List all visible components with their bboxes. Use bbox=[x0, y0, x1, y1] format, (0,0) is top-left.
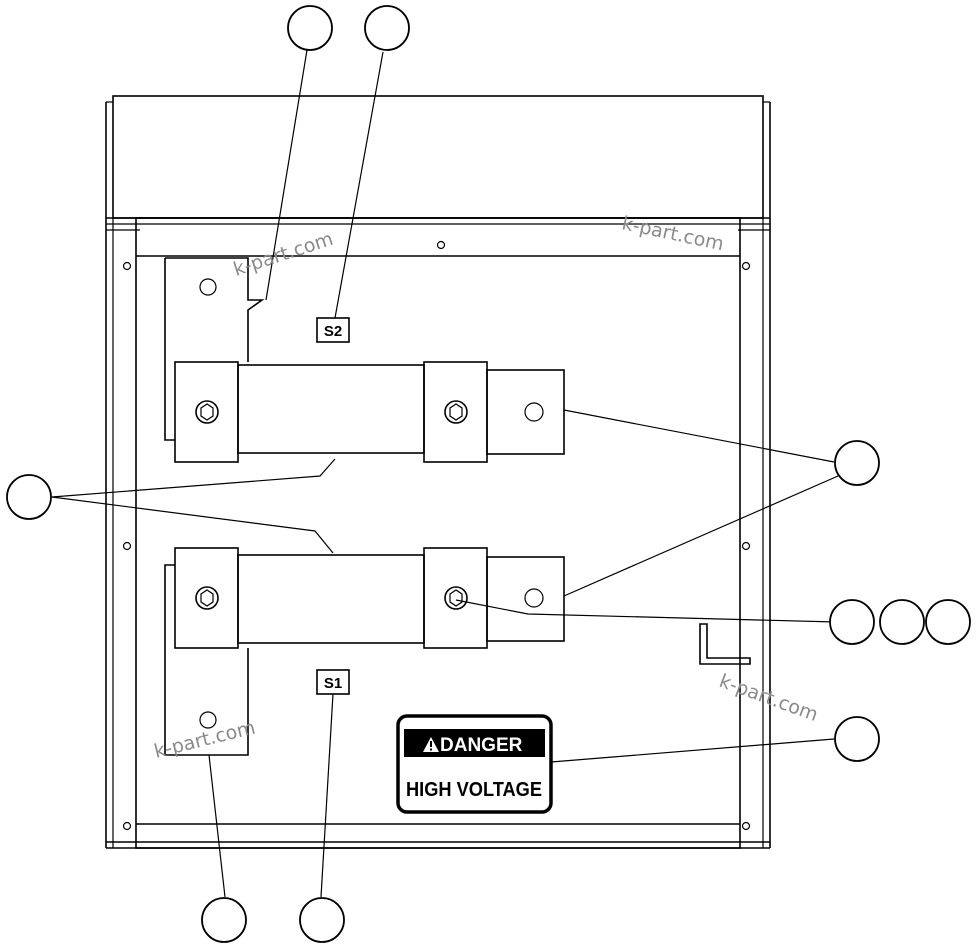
lower-fuse-body bbox=[237, 554, 425, 644]
watermark-text: k-part.com bbox=[716, 670, 821, 726]
hex-key-icon bbox=[699, 623, 751, 665]
screw-left-bottom bbox=[122, 821, 132, 831]
leader-sign bbox=[550, 738, 835, 763]
upper-left-bolt bbox=[195, 400, 219, 424]
upper-fuse-right-clip bbox=[423, 361, 488, 463]
danger-message: HIGH VOLTAGE bbox=[406, 779, 542, 801]
fuse-assembly-upper bbox=[164, 257, 565, 463]
lower-left-bolt bbox=[195, 586, 219, 610]
lower-fuse-left-clip bbox=[174, 547, 239, 649]
upper-terminal-lug bbox=[486, 369, 565, 455]
callout-balloon bbox=[201, 897, 247, 943]
lower-fuse-right-clip bbox=[423, 547, 488, 649]
leader-top-right bbox=[334, 51, 384, 319]
leader-right-upper bbox=[563, 409, 835, 463]
callout-balloon bbox=[834, 716, 880, 762]
callout-balloons bbox=[6, 5, 971, 943]
screw-left-top bbox=[122, 261, 132, 271]
leader-right-lower bbox=[563, 475, 839, 597]
label-s2: S2 bbox=[316, 317, 350, 343]
leader-left-upper bbox=[51, 458, 336, 498]
lower-bracket bbox=[164, 564, 249, 756]
leader-bottom-right bbox=[320, 693, 334, 898]
screw-left-middle bbox=[122, 541, 132, 551]
lower-terminal-hole bbox=[524, 588, 544, 608]
callout-balloon bbox=[364, 5, 410, 51]
lower-bracket-hole bbox=[199, 711, 217, 729]
leader-top-left bbox=[265, 49, 308, 301]
enclosure-top-hood bbox=[112, 95, 764, 219]
callout-balloon bbox=[925, 599, 971, 645]
leader-lines bbox=[51, 49, 839, 898]
label-s1: S1 bbox=[316, 669, 350, 695]
callout-balloon bbox=[834, 440, 880, 486]
lower-terminal-lug bbox=[486, 556, 565, 642]
upper-fuse-left-clip bbox=[174, 361, 239, 463]
leader-bolt bbox=[455, 599, 837, 623]
upper-terminal-hole bbox=[524, 402, 544, 422]
callout-balloon bbox=[299, 897, 345, 943]
callout-balloon bbox=[6, 474, 52, 520]
watermark-text: k-part.com bbox=[620, 212, 726, 255]
watermarks: k-part.com k-part.com k-part.com k-part.… bbox=[152, 212, 821, 762]
watermark-text: k-part.com bbox=[152, 716, 258, 762]
upper-right-bolt bbox=[444, 400, 468, 424]
upper-fuse-body bbox=[237, 364, 425, 454]
enclosure bbox=[105, 95, 771, 849]
screw-top-center bbox=[436, 240, 446, 250]
screw-right-top bbox=[741, 261, 751, 271]
screw-right-bottom bbox=[741, 821, 751, 831]
upper-bracket bbox=[164, 257, 265, 441]
lower-right-bolt bbox=[444, 586, 468, 610]
callout-balloon bbox=[829, 599, 875, 645]
fuse-assembly-lower bbox=[164, 547, 565, 756]
callout-balloon bbox=[879, 599, 925, 645]
danger-headline: DANGER bbox=[440, 735, 523, 756]
screw-right-middle bbox=[741, 541, 751, 551]
upper-bracket-hole bbox=[199, 278, 217, 296]
leader-bottom-left bbox=[208, 754, 226, 898]
watermark-text: k-part.com bbox=[231, 228, 336, 281]
callout-balloon bbox=[287, 5, 333, 51]
label-s1-text: S1 bbox=[324, 675, 342, 692]
danger-warning-sign: DANGER HIGH VOLTAGE bbox=[396, 714, 553, 814]
label-s2-text: S2 bbox=[324, 323, 342, 340]
leader-left-lower bbox=[51, 496, 334, 554]
danger-header-band bbox=[404, 729, 545, 757]
